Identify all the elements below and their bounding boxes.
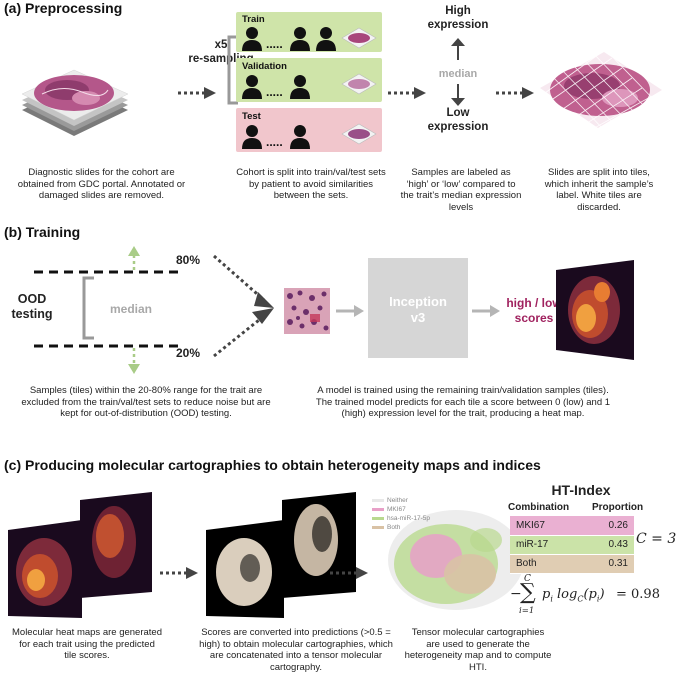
train-slide-thumb: [341, 27, 377, 49]
pct-80-label: 80%: [176, 253, 201, 267]
slide-stack-image: [21, 69, 129, 136]
arrow-down-low: [451, 84, 465, 106]
ht-proportion: 0.31: [582, 554, 634, 574]
section-b-title: (b) Training: [4, 224, 81, 240]
section-c-title: (c) Producing molecular cartographies to…: [4, 457, 541, 473]
inception-model-box: Inception v3: [368, 258, 468, 358]
ht-index-title: HT-Index: [551, 482, 611, 498]
ht-proportion: 0.26: [582, 516, 634, 536]
arrow-c-2: [330, 567, 368, 579]
section-a-title: (a) Preprocessing: [4, 0, 123, 16]
heatmaps-pair-image: [8, 492, 152, 618]
resampling-bracket: [227, 35, 238, 105]
low-expression-label: Low expression: [427, 107, 489, 133]
threshold-20-line: [34, 344, 178, 374]
caption-a-1: Diagnostic slides for the cohort are obt…: [17, 167, 186, 201]
heatmap-image-b: [556, 260, 634, 360]
ht-combination: miR-17: [510, 535, 583, 555]
legend-label: Both: [387, 524, 401, 531]
arrow-up-high: [451, 38, 465, 60]
ood-bracket: [82, 276, 94, 340]
test-patients-icons: .....: [242, 125, 310, 149]
ood-testing-label: OOD testing: [11, 292, 53, 321]
validation-label: Validation: [242, 61, 287, 72]
col-proportion: Proportion: [592, 502, 644, 513]
inception-model-label: Inception v3: [389, 294, 447, 325]
cartographies-pair-image: [206, 492, 356, 618]
ht-row: miR-17 0.43: [510, 535, 634, 555]
legend-item: Neither: [372, 496, 430, 505]
median-label-a: median: [438, 68, 478, 80]
ht-index-table: MKI67 0.26 miR-17 0.43 Both 0.31: [510, 516, 634, 574]
col-combination: Combination: [508, 502, 570, 513]
legend-label: Neither: [387, 497, 408, 504]
validation-patients-icons: .....: [242, 75, 310, 99]
test-label: Test: [242, 111, 261, 122]
hti-result: = 0.98: [616, 587, 660, 602]
ht-row: MKI67 0.26: [510, 516, 634, 536]
pct-20-label: 20%: [176, 346, 201, 360]
svg-text:.....: .....: [266, 135, 283, 149]
arrow-to-model: [336, 305, 364, 317]
caption-c-1: Molecular heat maps are generated for ea…: [12, 627, 162, 661]
heterogeneity-legend: Neither MKI67 hsa-miR-17-5p Both: [372, 496, 430, 532]
legend-item: Both: [372, 523, 430, 532]
caption-a-2: Cohort is split into train/val/test sets…: [236, 167, 386, 201]
ht-combination: MKI67: [510, 516, 583, 536]
svg-text:.....: .....: [266, 37, 283, 51]
ht-combination: Both: [510, 554, 583, 574]
test-slide-thumb: [341, 123, 377, 145]
arrow-1: [178, 87, 216, 99]
arrow-c-1: [160, 567, 198, 579]
arrow-3: [496, 87, 534, 99]
c-equals-label: C = 3: [636, 531, 676, 547]
arrow-2: [388, 87, 426, 99]
high-expression-label: High expression: [427, 5, 489, 31]
tiled-slide-image: [537, 43, 662, 137]
tile-image: [284, 288, 330, 334]
train-patients-icons: .....: [242, 27, 336, 51]
svg-text:.....: .....: [266, 85, 283, 99]
legend-swatch: [372, 507, 384, 511]
legend-item: MKI67: [372, 505, 430, 514]
caption-a-3: Samples are labeled as ‘high’ or ‘low’ c…: [400, 167, 522, 213]
converging-arrows: [213, 254, 274, 358]
threshold-80-line: [34, 246, 178, 274]
validation-slide-thumb: [341, 73, 377, 95]
hti-formula: − C ∑ i=1 pi logC(pi) = 0.98: [510, 574, 660, 616]
legend-item: hsa-miR-17-5p: [372, 514, 430, 523]
train-label: Train: [242, 14, 265, 25]
caption-a-4: Slides are split into tiles, which inher…: [544, 167, 654, 213]
arrow-to-scores: [472, 305, 500, 317]
legend-label: hsa-miR-17-5p: [387, 515, 430, 522]
legend-swatch: [372, 498, 384, 502]
legend-swatch: [372, 525, 384, 529]
ht-proportion: 0.43: [582, 535, 634, 555]
median-label-b: median: [110, 302, 153, 316]
ht-row: Both 0.31: [510, 554, 634, 574]
caption-b-1: Samples (tiles) within the 20-80% range …: [21, 385, 271, 419]
caption-b-2: A model is trained using the remaining t…: [315, 385, 611, 419]
legend-label: MKI67: [387, 506, 406, 513]
caption-c-2: Scores are converted into predictions (>…: [199, 627, 393, 673]
heterogeneity-map-image: [388, 510, 524, 610]
caption-c-3: Tensor molecular cartographies are used …: [404, 627, 552, 673]
legend-swatch: [372, 516, 384, 520]
